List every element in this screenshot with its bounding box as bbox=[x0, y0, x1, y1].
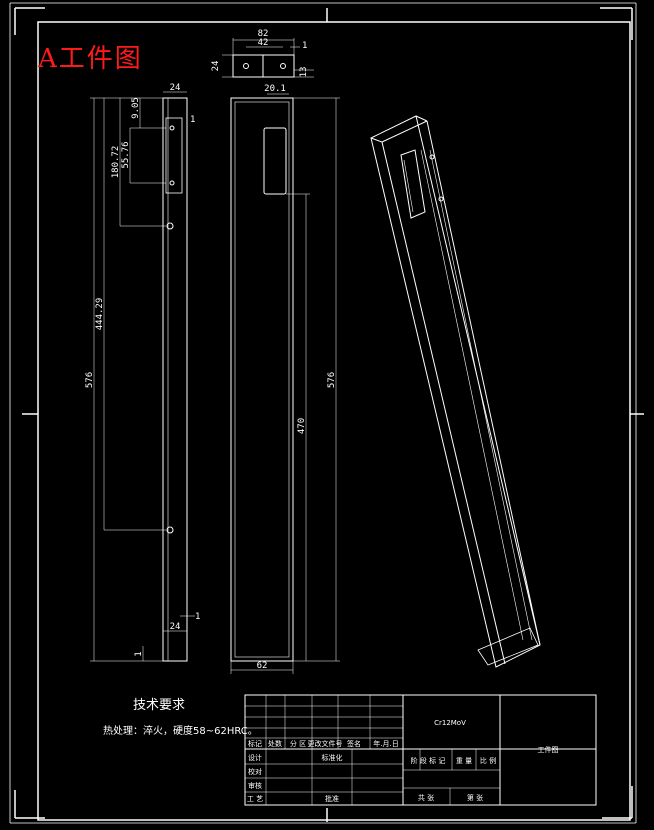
tb-r1-c4: 更改文件号 bbox=[308, 739, 343, 748]
tb-process: 工 艺 bbox=[247, 795, 263, 803]
tb-check: 校对 bbox=[248, 767, 262, 776]
dim-side-24-top: 24 bbox=[170, 83, 181, 93]
tb-stage-mark: 阶 段 标 记 bbox=[411, 756, 446, 765]
tb-design: 设计 bbox=[248, 753, 262, 762]
dim-top-13: 13 bbox=[299, 67, 309, 78]
top-view bbox=[222, 38, 314, 78]
dim-side-444-29: 444.29 bbox=[95, 298, 105, 331]
tb-scale: 比 例 bbox=[480, 756, 496, 765]
dim-side-1-top: 1 bbox=[190, 115, 195, 125]
dim-top-82: 82 bbox=[258, 29, 269, 39]
dim-top-1: 1 bbox=[302, 41, 307, 51]
tb-sheet-no: 第 张 bbox=[467, 793, 483, 802]
sheet-border bbox=[9, 2, 644, 824]
tb-material: Cr12MoV bbox=[434, 719, 466, 727]
dim-side-55-76: 55.76 bbox=[121, 141, 131, 168]
dim-top-42: 42 bbox=[258, 38, 269, 48]
dim-side-1-base: 1 bbox=[134, 651, 144, 656]
tb-total-sheets: 共 张 bbox=[418, 793, 434, 802]
tb-review: 审核 bbox=[248, 781, 262, 790]
tb-r1-c1: 标记 bbox=[248, 739, 262, 748]
dim-top-24: 24 bbox=[211, 61, 221, 72]
dim-front-20-1: 20.1 bbox=[264, 84, 286, 94]
front-view bbox=[230, 93, 340, 674]
tb-approve: 批准 bbox=[325, 794, 339, 803]
dim-front-576: 576 bbox=[327, 372, 337, 388]
isometric-view bbox=[370, 115, 541, 668]
dim-side-576: 576 bbox=[85, 372, 95, 388]
dim-side-24-bottom: 24 bbox=[170, 622, 181, 632]
tb-r1-c3: 分 区 bbox=[290, 739, 306, 748]
tb-r1-c2: 处数 bbox=[268, 739, 282, 748]
dim-side-180-72: 180.72 bbox=[111, 146, 121, 179]
tb-r1-c6: 年.月.日 bbox=[373, 739, 398, 748]
tb-part-name: 工件图 bbox=[538, 745, 559, 754]
dim-side-9-05: 9.05 bbox=[131, 97, 141, 119]
title-block bbox=[244, 694, 597, 806]
tb-standard: 标准化 bbox=[322, 753, 343, 762]
tb-r1-c5: 签名 bbox=[347, 739, 361, 748]
drawing-title: A工件图 bbox=[38, 44, 143, 74]
dim-front-470: 470 bbox=[297, 418, 307, 434]
tb-weight: 重 量 bbox=[456, 757, 472, 765]
dim-side-1-bottom: 1 bbox=[195, 612, 200, 622]
tech-requirements-title: 技术要求 bbox=[133, 698, 186, 713]
tech-requirements-text: 热处理：淬火，硬度58~62HRC。 bbox=[103, 726, 258, 737]
side-view bbox=[90, 91, 195, 662]
dim-front-62: 62 bbox=[257, 661, 268, 671]
